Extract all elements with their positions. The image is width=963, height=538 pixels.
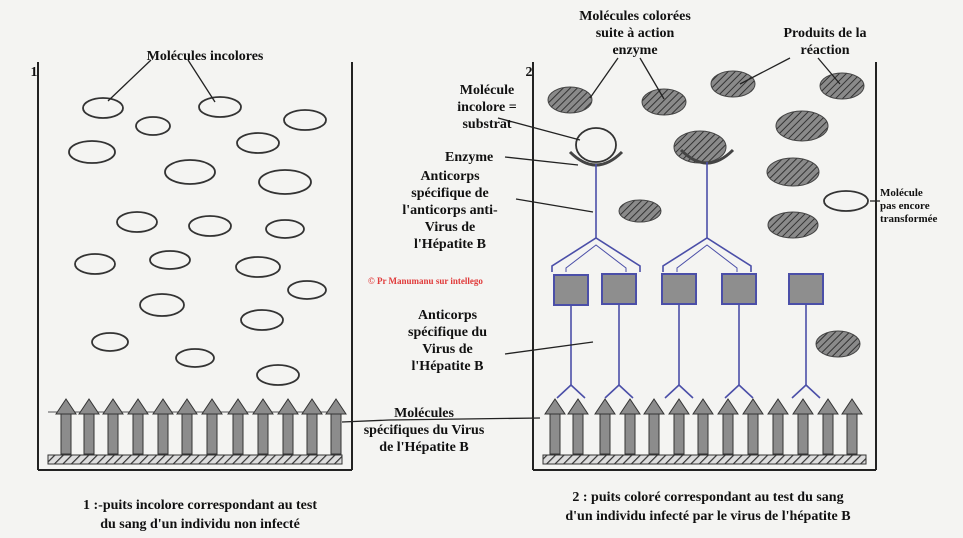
well-2 (532, 62, 877, 471)
enzyme-label: Enzyme (445, 150, 494, 165)
colorless-molecule (258, 169, 312, 195)
leader-lines (107, 57, 880, 423)
antibody (601, 273, 637, 399)
virus-molecule (277, 398, 299, 455)
colorless-molecule (91, 332, 129, 352)
virus-molecule (227, 398, 249, 455)
colorless-molecule (68, 140, 116, 164)
virus-molecule (301, 398, 323, 455)
colorless-molecule (135, 116, 171, 136)
virus-molecule (817, 398, 839, 455)
colorless-molecule (82, 97, 124, 119)
virus-molecule (619, 398, 641, 455)
colorless-molecules-well-1 (68, 96, 327, 386)
colorless-molecule (283, 109, 327, 131)
colorless-molecule (256, 364, 300, 386)
colored-molecules-well-2 (547, 70, 865, 358)
substrate-molecule (575, 127, 617, 163)
antibody-chains (551, 148, 824, 399)
colorless-molecule (116, 211, 158, 233)
watermark: © Pr Manumanu sur intellego (368, 276, 483, 286)
colorless-molecules-label: Molécules incolores (146, 49, 264, 64)
colorless-molecule (74, 253, 116, 275)
virus-molecule (767, 398, 789, 455)
virus-molecule (127, 398, 149, 455)
colorless-molecule (149, 250, 191, 270)
virus-molecule (742, 398, 764, 455)
antibody (661, 273, 697, 399)
colored-molecule (766, 157, 820, 187)
virus-molecule (544, 398, 566, 455)
virus-molecules-well-1 (55, 398, 347, 455)
virus-molecule (792, 398, 814, 455)
colorless-molecule (198, 96, 242, 118)
antibody (721, 273, 757, 399)
virus-molecules-label: Molécules spécifiques du Virus de l'Hépa… (363, 406, 485, 455)
colorless-molecule (235, 256, 281, 278)
anti-antibody (551, 164, 641, 272)
colored-molecule (618, 199, 662, 223)
caption-well-2: 2 : puits coloré correspondant au test d… (565, 490, 851, 524)
virus-molecule (692, 398, 714, 455)
antibody-label: Anticorps spécifique du Virus de l'Hépat… (408, 308, 487, 374)
antibody (788, 273, 824, 399)
untransformed-molecule-label: Molécule pas encore transformée (880, 187, 938, 225)
colored-molecule (673, 130, 727, 164)
substrate-molecules (575, 127, 869, 212)
virus-molecule (78, 398, 100, 455)
well-1-number: 1 (30, 65, 38, 80)
untransformed-molecule (823, 190, 869, 212)
colored-molecule (710, 70, 756, 98)
colorless-molecule (188, 215, 232, 237)
colored-molecule (641, 88, 687, 116)
virus-molecule (841, 398, 863, 455)
virus-molecule (668, 398, 690, 455)
virus-molecule (252, 398, 274, 455)
anti-antibody (662, 162, 752, 272)
colorless-molecule (287, 280, 327, 300)
colored-molecule (815, 330, 861, 358)
colorless-molecule (240, 309, 284, 331)
antibody (553, 274, 589, 399)
virus-molecules-well-2 (544, 398, 863, 455)
reaction-products-label: Produits de la réaction (783, 26, 867, 58)
colorless-molecule (139, 293, 185, 317)
colorless-molecule (175, 348, 215, 368)
colored-molecule (767, 211, 819, 239)
virus-molecule (55, 398, 77, 455)
colorless-molecule (265, 219, 305, 239)
colored-molecule (547, 86, 593, 114)
virus-molecule (325, 398, 347, 455)
virus-molecule (201, 398, 223, 455)
virus-molecule (594, 398, 616, 455)
virus-molecule (567, 398, 589, 455)
virus-molecule (643, 398, 665, 455)
caption-well-1: 1 :-puits incolore correspondant au test… (83, 498, 317, 532)
colored-molecule (775, 110, 829, 142)
well-2-number: 2 (525, 65, 533, 80)
virus-molecule (152, 398, 174, 455)
colored-molecules-label: Molécules colorées suite à action enzyme (579, 9, 691, 58)
anti-antibody-label: Anticorps spécifique de l'anticorps anti… (402, 169, 498, 252)
colorless-molecule (164, 159, 216, 185)
virus-molecule (717, 398, 739, 455)
virus-molecule (176, 398, 198, 455)
colored-molecule (819, 72, 865, 100)
virus-molecule (102, 398, 124, 455)
substrate-label: Molécule incolore = substrat (457, 83, 517, 132)
colorless-molecule (236, 132, 280, 154)
